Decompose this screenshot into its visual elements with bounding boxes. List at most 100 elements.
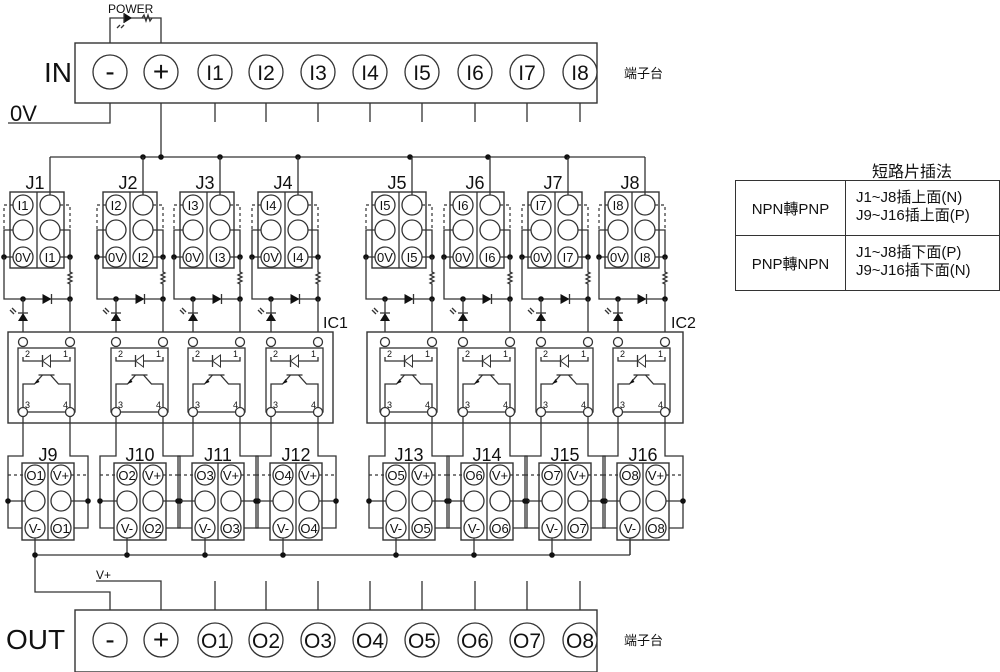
jumper-pin-label: V+ bbox=[492, 468, 508, 483]
transistor-collector bbox=[50, 374, 71, 398]
out-terminal bbox=[352, 622, 388, 658]
legend-row: PNP轉NPN J1~J8插下面(P) J9~J16插下面(N) bbox=[735, 235, 1000, 291]
jumper-pin-label: 0V bbox=[15, 250, 31, 265]
jumper-pin bbox=[272, 464, 294, 486]
jumper-pin bbox=[489, 517, 511, 539]
out-terminal bbox=[509, 622, 545, 658]
opto-pin bbox=[157, 336, 169, 348]
jumper-pin bbox=[220, 490, 242, 512]
jumper-pin-label: V- bbox=[277, 521, 289, 536]
legend-desc: J1~J8插下面(P) J9~J16插下面(N) bbox=[844, 235, 1000, 291]
jumper-pin-label: I4 bbox=[266, 198, 277, 213]
jumper-pin-label: V+ bbox=[223, 468, 239, 483]
resistor-icon bbox=[428, 257, 436, 299]
jumper-pin bbox=[39, 219, 61, 241]
dashed-link bbox=[443, 204, 453, 230]
opto-pin bbox=[64, 336, 76, 348]
opto-pin-label: 3 bbox=[543, 400, 548, 410]
opto-pin-label: 2 bbox=[543, 349, 548, 359]
transistor-emitter bbox=[540, 374, 561, 398]
jumper-pin-label: I5 bbox=[380, 198, 391, 213]
jumper-pin bbox=[142, 490, 164, 512]
transistor-emitter bbox=[270, 374, 291, 398]
jumper-label: J15 bbox=[550, 445, 579, 465]
dashed-link bbox=[60, 204, 71, 230]
opto-pin-label: 1 bbox=[425, 349, 430, 359]
dashed-link bbox=[500, 204, 511, 230]
opto-led-icon bbox=[559, 354, 569, 368]
jumper-label: J7 bbox=[543, 173, 562, 193]
jumper-pin bbox=[116, 490, 138, 512]
out-terminal bbox=[300, 622, 336, 658]
jumper-pin bbox=[463, 490, 485, 512]
jumper-label: J3 bbox=[195, 173, 214, 193]
dashed-link bbox=[96, 204, 106, 230]
diode-icon bbox=[135, 294, 145, 304]
dashed-link bbox=[655, 204, 666, 230]
v-plus-to-out bbox=[96, 580, 162, 623]
in-terminal-label: I1 bbox=[206, 62, 224, 85]
transistor-collector bbox=[143, 374, 164, 398]
junction-dot bbox=[124, 552, 130, 558]
dashed-link bbox=[422, 204, 433, 230]
wire bbox=[368, 452, 386, 529]
light-ray bbox=[9, 309, 15, 315]
jumper-pin bbox=[557, 219, 579, 241]
light-ray bbox=[120, 24, 125, 29]
jumper-pin bbox=[541, 464, 563, 486]
jumper-pin bbox=[385, 464, 407, 486]
led-icon bbox=[111, 313, 121, 321]
resistor-icon bbox=[66, 257, 74, 299]
opto-led-icon bbox=[211, 354, 221, 368]
jumper-pin-label: O6 bbox=[491, 521, 508, 536]
led-icon bbox=[613, 313, 623, 321]
wire bbox=[443, 229, 453, 257]
jumper-pin-label: V+ bbox=[301, 468, 317, 483]
diode-icon bbox=[560, 294, 570, 304]
opto-pin-label: 2 bbox=[118, 349, 123, 359]
jumper-pin-label: I1 bbox=[18, 198, 29, 213]
jumper-pin bbox=[401, 194, 423, 216]
jumper-pin-label: V- bbox=[199, 521, 211, 536]
transistor-emitter bbox=[22, 374, 43, 398]
jumper-pin bbox=[541, 490, 563, 512]
opto-pin-label: 1 bbox=[503, 349, 508, 359]
dashed-link bbox=[578, 204, 589, 230]
opto-pin-label: 3 bbox=[195, 400, 200, 410]
jumper-pin bbox=[220, 517, 242, 539]
out-terminal-label: O2 bbox=[252, 630, 280, 653]
opto-pin-label: 3 bbox=[25, 400, 30, 410]
jumper-pin bbox=[489, 490, 511, 512]
jumper-pin-label: O8 bbox=[621, 468, 638, 483]
jumper-pin bbox=[634, 219, 656, 241]
v-minus-to-out bbox=[34, 555, 111, 623]
out-terminal bbox=[143, 622, 179, 658]
jumper-pin-label: I4 bbox=[293, 250, 304, 265]
junction-dot bbox=[393, 552, 399, 558]
jumper-pin-label: V+ bbox=[414, 468, 430, 483]
opto-pin bbox=[612, 336, 624, 348]
jumper-label: J16 bbox=[628, 445, 657, 465]
resistor-icon bbox=[506, 257, 514, 299]
jumper-pin-label: 0V bbox=[185, 250, 201, 265]
jumper-pin bbox=[272, 490, 294, 512]
jumper-pin bbox=[260, 219, 282, 241]
jumper-pin-label: V+ bbox=[570, 468, 586, 483]
opto-pin-label: 2 bbox=[195, 349, 200, 359]
wire bbox=[317, 452, 337, 529]
transistor-collector bbox=[298, 374, 319, 398]
in-terminal bbox=[300, 54, 336, 90]
wire bbox=[446, 452, 464, 529]
jumper-label: J4 bbox=[273, 173, 292, 193]
out-terminal-label: O3 bbox=[304, 630, 332, 653]
jumper-label: J13 bbox=[394, 445, 423, 465]
jumper-pin-label: O5 bbox=[387, 468, 404, 483]
wire bbox=[230, 229, 241, 257]
jumper-pin-label: V+ bbox=[648, 468, 664, 483]
